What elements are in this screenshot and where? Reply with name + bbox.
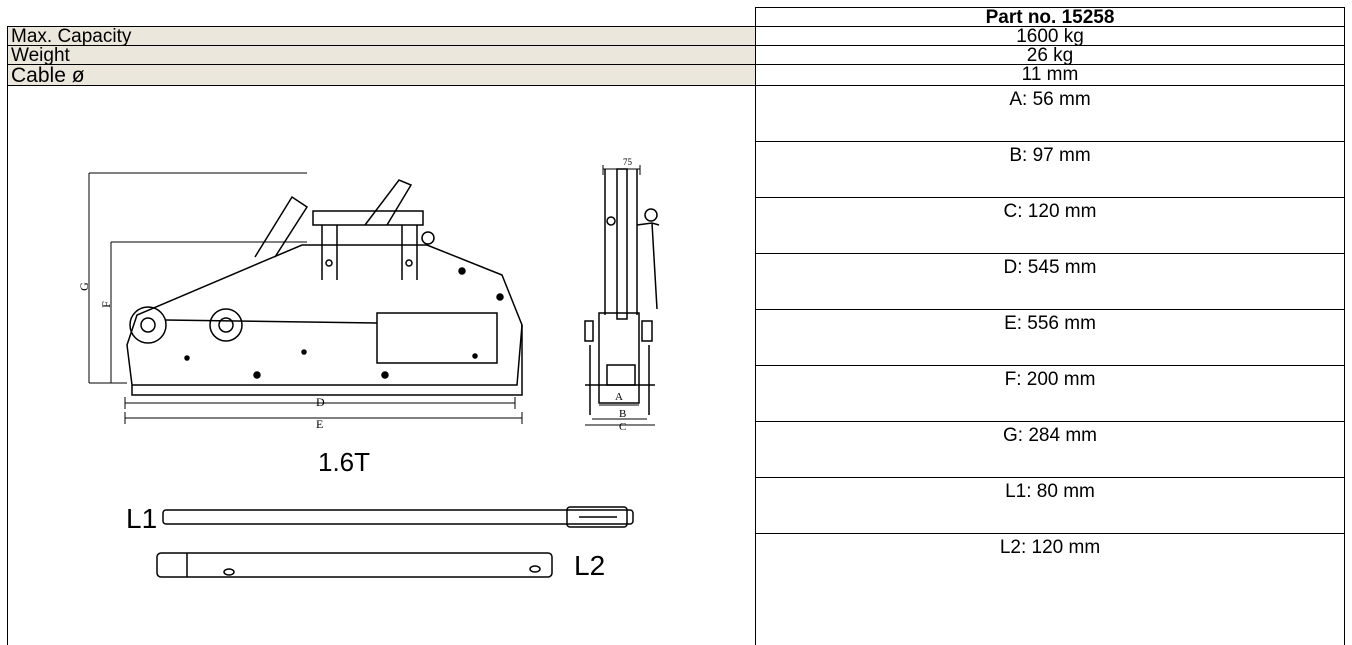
- spec-value-cable-diameter: 11 mm: [755, 64, 1345, 86]
- winch-front-view: [584, 168, 660, 415]
- handle-l2-label: L2: [574, 550, 606, 581]
- handle-l1-label: L1: [126, 503, 158, 534]
- dimension-f: F: 200 mm: [755, 365, 1345, 422]
- dim-label-e: E: [316, 417, 324, 431]
- dimension-b: B: 97 mm: [755, 141, 1345, 198]
- winch-technical-drawing: [88, 165, 660, 578]
- spec-label-cable-diameter: Cable ø: [7, 64, 756, 86]
- dimension-a: A: 56 mm: [755, 85, 1345, 142]
- part-number-header: Part no. 15258: [755, 7, 1345, 27]
- spec-value-weight: 26 kg: [755, 45, 1345, 65]
- handle-l1-drawing: [162, 506, 634, 528]
- dim-label-top-width: 75: [623, 157, 632, 167]
- handle-l2-drawing: [156, 552, 553, 578]
- dimension-l1: L1: 80 mm: [755, 477, 1345, 534]
- dim-label-f: F: [98, 301, 113, 308]
- dimension-e: E: 556 mm: [755, 309, 1345, 366]
- front-view-dimension-lines: [585, 165, 655, 426]
- dim-label-d: D: [316, 395, 325, 409]
- spec-label-weight: Weight: [7, 45, 756, 65]
- dimension-g: G: 284 mm: [755, 421, 1345, 478]
- dim-label-g: G: [76, 282, 91, 291]
- dim-label-c: C: [619, 421, 627, 433]
- spec-value-max-capacity: 1600 kg: [755, 26, 1345, 46]
- winch-side-view: [126, 179, 523, 396]
- spec-label-max-capacity: Max. Capacity: [7, 26, 756, 46]
- dimension-d: D: 545 mm: [755, 253, 1345, 310]
- dim-label-a: A: [615, 391, 623, 403]
- dim-label-b: B: [619, 408, 627, 420]
- model-label: 1.6T: [318, 447, 371, 477]
- dimension-c: C: 120 mm: [755, 197, 1345, 254]
- dimension-l2: L2: 120 mm: [755, 533, 1345, 645]
- side-view-dimension-lines: [88, 172, 523, 424]
